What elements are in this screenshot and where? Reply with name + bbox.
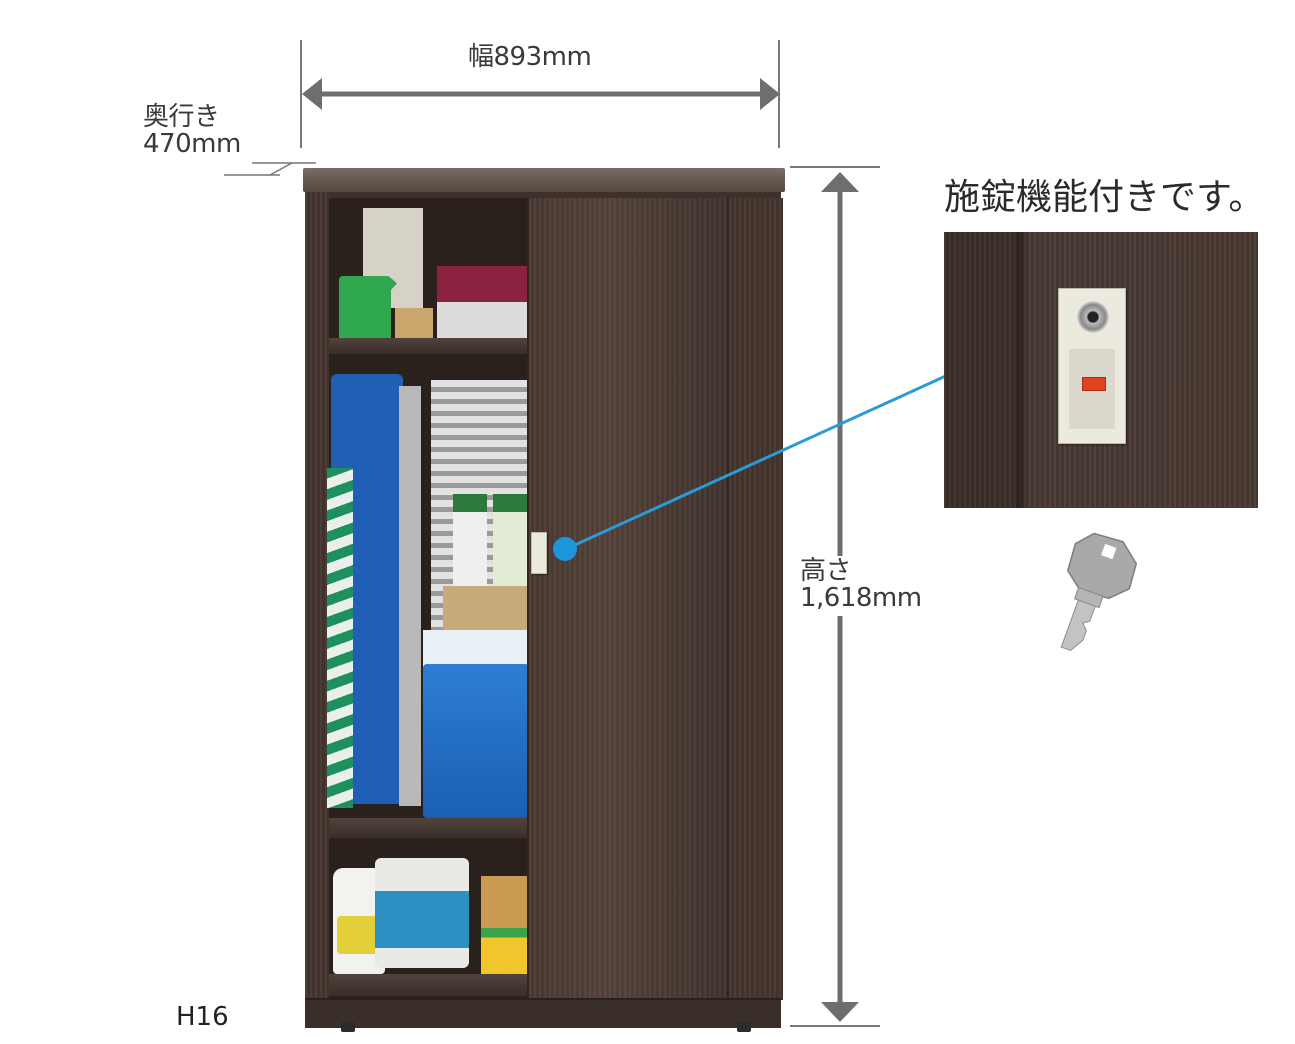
width-label: 幅893mm xyxy=(468,42,592,72)
cabinet-right-panel xyxy=(727,198,783,1000)
double-arrow-icon xyxy=(302,78,780,110)
toolbox-lid xyxy=(437,266,529,302)
model-label: H16 xyxy=(176,1002,229,1032)
lock-status-indicator xyxy=(1082,377,1106,391)
fertilizer-bag xyxy=(481,928,529,976)
lower-shelf xyxy=(329,818,529,838)
height-dimension xyxy=(790,160,890,1030)
toolbox-body xyxy=(437,302,529,342)
depth-leader-icon xyxy=(224,162,316,176)
height-extension-line-bottom xyxy=(790,1025,880,1027)
vertical-double-arrow-icon xyxy=(821,172,859,1022)
depth-label: 奥行き 470mm xyxy=(143,102,241,160)
pole xyxy=(399,386,421,806)
parasol xyxy=(327,468,353,808)
depth-label-title: 奥行き xyxy=(143,102,220,132)
cabinet-base xyxy=(305,998,781,1028)
height-extension-line-top xyxy=(790,166,880,168)
cooler-box xyxy=(423,664,529,818)
upper-shelf xyxy=(329,338,529,354)
spray-can-2 xyxy=(493,494,527,594)
cardboard-box xyxy=(395,308,433,342)
bottom-shelf xyxy=(329,974,529,996)
height-label-value: 1,618mm xyxy=(800,583,922,614)
cabinet-left-post xyxy=(305,192,329,1002)
fertilizer-box xyxy=(481,876,529,928)
cabinet-foot-left xyxy=(341,1022,355,1032)
cabinet-roof xyxy=(303,168,785,192)
cabinet-foot-right xyxy=(737,1022,751,1032)
lock-plate xyxy=(1058,288,1126,444)
height-label-title: 高さ xyxy=(800,556,852,586)
lock-closeup-photo xyxy=(944,232,1258,508)
sliding-door[interactable] xyxy=(527,198,727,1000)
door-lock[interactable] xyxy=(531,532,547,574)
width-extension-line-left xyxy=(300,40,302,148)
width-dimension: 幅893mm xyxy=(300,40,782,150)
key-icon xyxy=(1060,532,1138,652)
wooden-crate xyxy=(443,586,529,634)
lock-icon xyxy=(1077,301,1109,333)
height-label: 高さ 1,618mm xyxy=(800,556,922,614)
storage-cabinet xyxy=(303,168,785,1036)
depth-label-value: 470mm xyxy=(143,129,241,160)
cooler-lid xyxy=(423,630,529,668)
spray-can-1 xyxy=(453,494,487,594)
bucket xyxy=(375,858,469,968)
lock-feature-title: 施錠機能付きです。 xyxy=(944,177,1265,218)
callout-dot xyxy=(553,537,577,561)
spray-bottle-label xyxy=(337,916,381,954)
